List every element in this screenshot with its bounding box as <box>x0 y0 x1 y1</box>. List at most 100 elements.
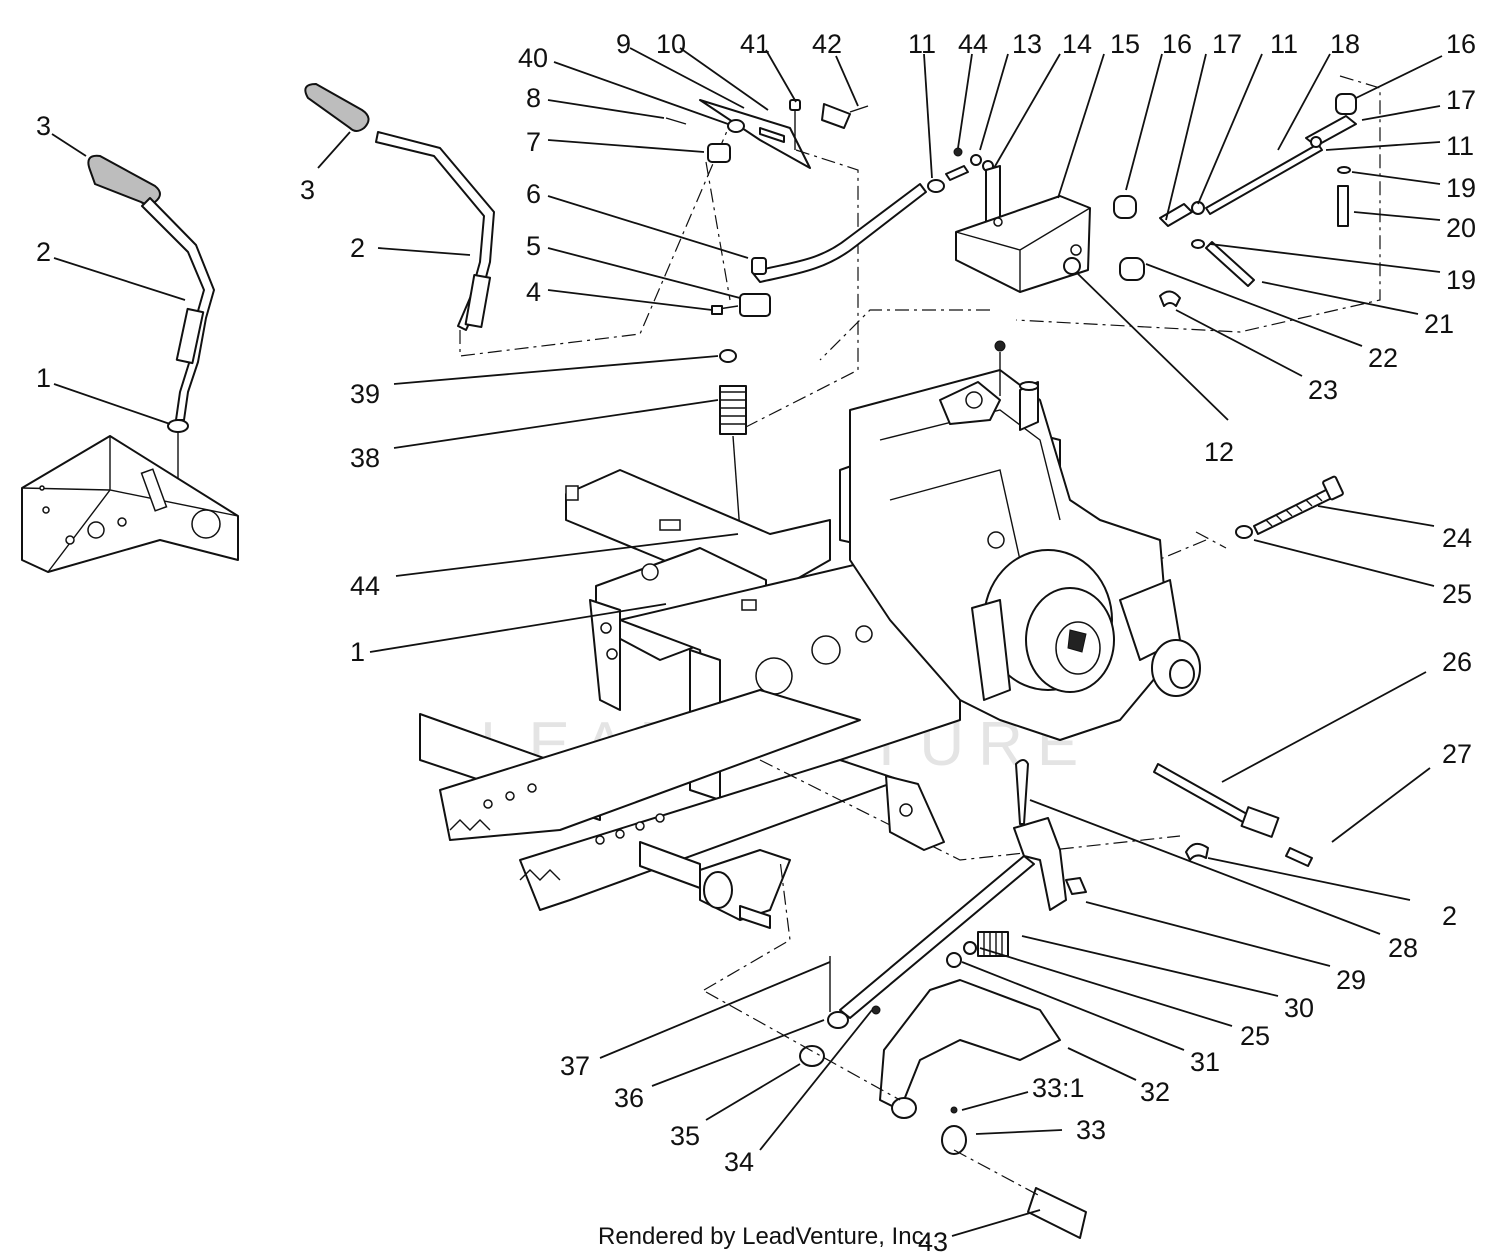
callout-c-14: 14 <box>993 29 1092 169</box>
callout-c-16b: 16 <box>1355 29 1476 99</box>
callout-number: 34 <box>724 1147 754 1177</box>
callout-c-34: 34 <box>724 1009 873 1177</box>
leader-line <box>1197 53 1263 205</box>
nut-11 <box>927 179 945 193</box>
callout-number: 25 <box>1240 1021 1270 1051</box>
callout-c-20: 20 <box>1353 211 1476 243</box>
callout-c-10: 10 <box>656 29 769 111</box>
callout-number: 32 <box>1140 1077 1170 1107</box>
callout-number: 11 <box>908 29 936 59</box>
spring-38 <box>719 385 747 435</box>
callout-c-3a: 3 <box>36 111 87 157</box>
lower-rail-right <box>519 759 901 911</box>
clip-23 <box>1159 290 1181 307</box>
leader-line <box>1207 857 1411 901</box>
callout-number: 19 <box>1446 265 1476 295</box>
leader-line <box>317 131 351 169</box>
callout-c-8: 8 <box>526 83 665 119</box>
nut-12b <box>1063 257 1081 275</box>
callout-c-40: 40 <box>518 43 729 125</box>
switch-42 <box>821 103 851 129</box>
callout-number: 22 <box>1368 343 1398 373</box>
control-bracket-assembly <box>927 75 1381 333</box>
callout-c-26: 26 <box>1221 647 1472 783</box>
callout-number: 16 <box>1446 29 1476 59</box>
callout-c-1b: 1 <box>350 603 667 667</box>
callout-number: 14 <box>1062 29 1092 59</box>
leader-line <box>1325 141 1441 151</box>
bushing-36 <box>827 1011 849 1029</box>
leader-line <box>923 53 933 179</box>
leader-line <box>1057 53 1105 199</box>
callout-number: 11 <box>1270 29 1298 59</box>
callout-number: 33:1 <box>1032 1073 1085 1103</box>
leader-line <box>53 383 171 425</box>
callout-number: 33 <box>1076 1115 1106 1145</box>
leader-line <box>951 1209 1041 1237</box>
callout-c-11a: 11 <box>908 29 936 179</box>
pin-28 <box>1015 759 1029 825</box>
arm-29 <box>1013 817 1067 911</box>
callout-number: 37 <box>560 1051 590 1081</box>
callout-c-21: 21 <box>1261 281 1454 339</box>
callout-number: 44 <box>350 571 380 601</box>
leader-line <box>1253 539 1435 587</box>
leader-line <box>1029 799 1381 935</box>
swivel-part-5 <box>739 293 771 317</box>
nut-12 <box>994 340 1006 352</box>
lever-nut-part-1 <box>167 419 189 433</box>
callout-number: 1 <box>36 363 51 393</box>
callout-number: 25 <box>1442 579 1472 609</box>
callout-c-36: 36 <box>614 1019 825 1113</box>
leader-line <box>961 961 1185 1051</box>
leader-line <box>1021 935 1279 997</box>
collar-33 <box>941 1125 967 1155</box>
bolt-21 <box>1205 241 1255 287</box>
leader-line <box>599 961 831 1059</box>
leader-line <box>547 247 741 299</box>
callout-c-11b: 11 <box>1197 29 1298 205</box>
bolt-27 <box>1285 847 1313 867</box>
callout-number: 5 <box>526 231 541 261</box>
callout-c-16a: 16 <box>1125 29 1192 191</box>
callout-c-18: 18 <box>1277 29 1360 151</box>
callout-c-30: 30 <box>1021 935 1314 1023</box>
callout-c-6: 6 <box>526 179 749 259</box>
washer-25b <box>963 941 977 955</box>
callout-c-4: 4 <box>526 277 713 311</box>
nut-39 <box>719 349 737 363</box>
main-lever-grip <box>304 82 370 132</box>
callout-number: 27 <box>1442 739 1472 769</box>
callout-number: 38 <box>350 443 380 473</box>
nut-31 <box>946 952 962 968</box>
callout-number: 7 <box>526 127 541 157</box>
callout-c-19a: 19 <box>1351 171 1476 203</box>
leader-line <box>393 355 719 385</box>
pivot-block <box>707 143 731 163</box>
transaxle-assembly <box>849 340 1201 741</box>
leader-line <box>1209 243 1441 273</box>
rod-end-17 <box>1159 203 1193 227</box>
callout-c-9: 9 <box>616 29 745 109</box>
leader-line <box>1221 671 1427 783</box>
callout-c-24: 24 <box>1317 505 1472 553</box>
bolt-24 <box>1253 487 1337 535</box>
leader-line <box>1317 505 1435 527</box>
callout-number: 17 <box>1212 29 1242 59</box>
leader-line <box>1331 767 1431 843</box>
credit-text: Rendered by LeadVenture, Inc. <box>598 1223 930 1250</box>
pedal-32 <box>879 979 1061 1111</box>
callout-number: 42 <box>812 29 842 59</box>
main-lever-arm <box>375 131 495 331</box>
leader-line <box>759 1009 873 1151</box>
callout-number: 8 <box>526 83 541 113</box>
callout-c-2b: 2 <box>350 233 471 263</box>
callout-number: 15 <box>1110 29 1140 59</box>
leader-line <box>961 1091 1029 1111</box>
callout-number: 36 <box>614 1083 644 1113</box>
leader-line <box>835 55 859 107</box>
callout-number: 13 <box>1012 29 1042 59</box>
leader-line <box>547 195 749 259</box>
callout-c-44b: 44 <box>957 29 988 149</box>
